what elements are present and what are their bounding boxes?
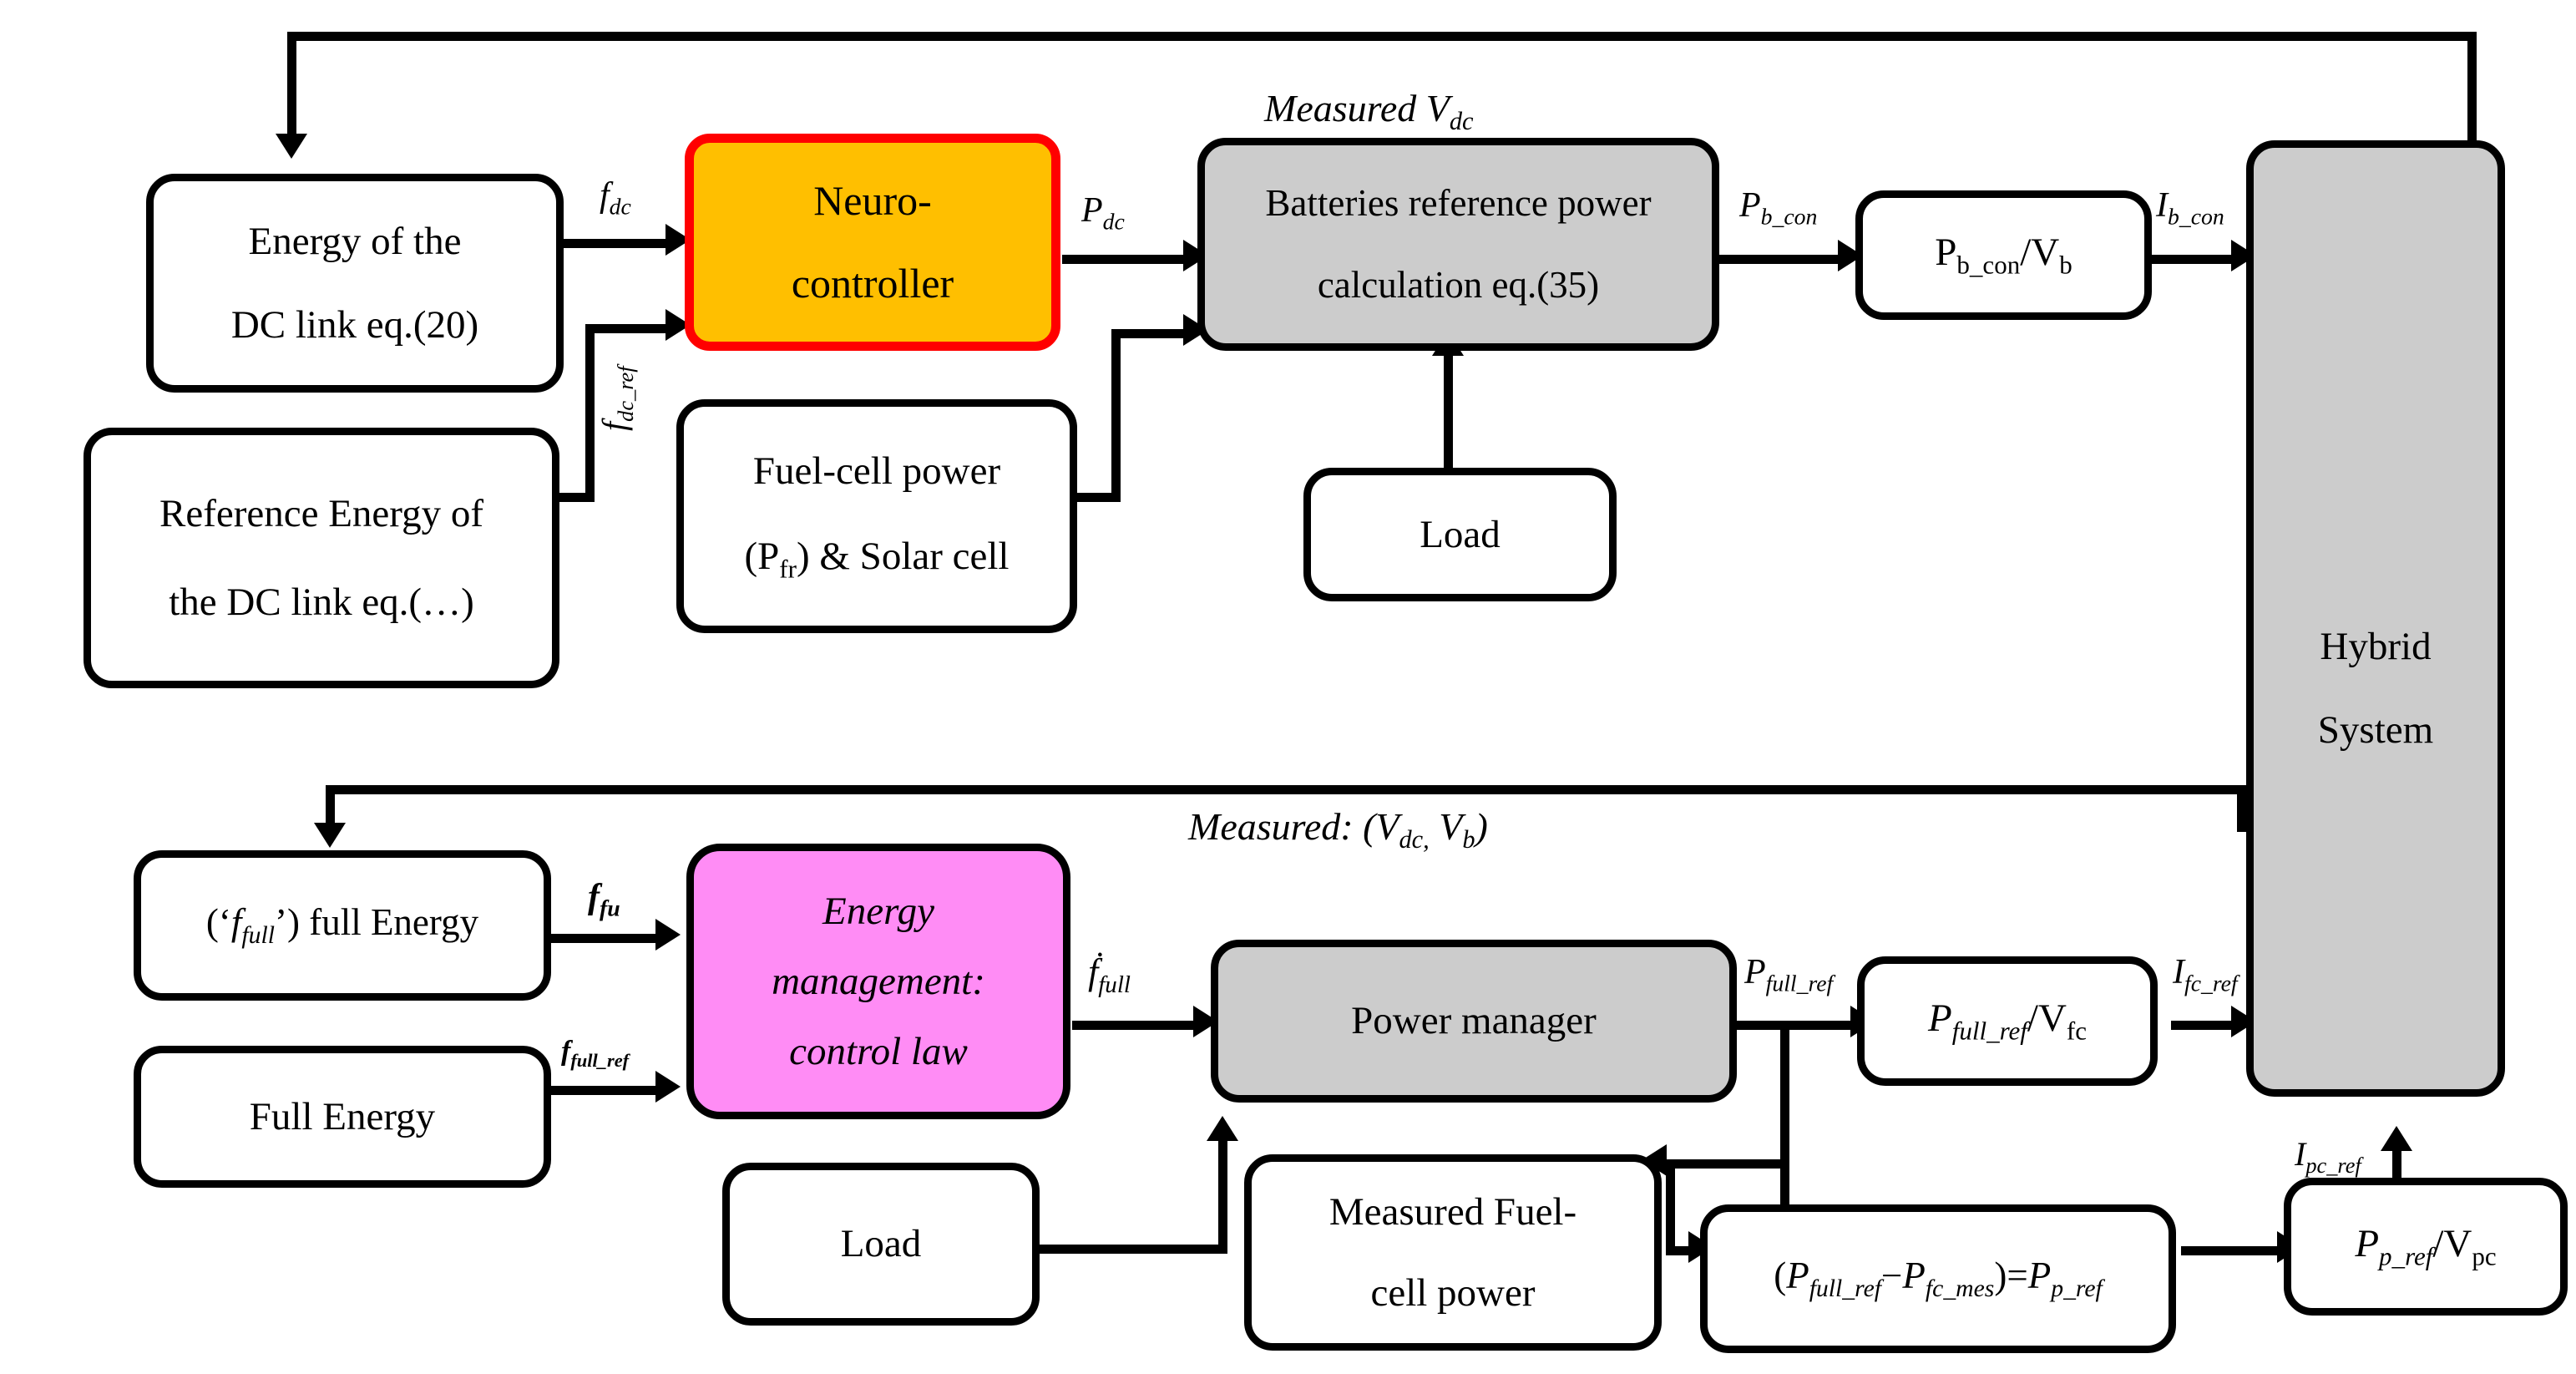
block-measured-fc-line2: cell power bbox=[1370, 1270, 1536, 1315]
label-ifcref: Ifc_ref bbox=[2173, 953, 2238, 996]
label-measured-vdc: Measured Vdc bbox=[1264, 87, 1474, 136]
wire-ffu bbox=[551, 934, 660, 943]
wire-ibcon bbox=[2127, 255, 2235, 264]
label-pbcon: Pb_con bbox=[1739, 186, 1818, 230]
block-reference-energy-line2: the DC link eq.(…) bbox=[169, 581, 474, 624]
wire-fdcref-riser bbox=[585, 324, 595, 497]
wire-fdcref-h2 bbox=[585, 324, 670, 333]
block-fuel-cell-solar[interactable]: Fuel-cell power (Pfr) & Solar cell bbox=[676, 399, 1077, 633]
arrowhead-into-ffull-energy bbox=[314, 823, 346, 848]
wire-fdc bbox=[561, 239, 670, 248]
block-power-manager[interactable]: Power manager bbox=[1211, 940, 1737, 1103]
wire-ifcref bbox=[2171, 1021, 2238, 1030]
block-fuel-cell-solar-line1: Fuel-cell power bbox=[752, 449, 1001, 493]
block-reference-energy[interactable]: Reference Energy of the DC link eq.(…) bbox=[84, 428, 559, 688]
label-fdc: fdc bbox=[600, 176, 631, 220]
block-hybrid-system[interactable]: Hybrid System bbox=[2246, 140, 2505, 1097]
wire-mfc-riser bbox=[1666, 1159, 1675, 1255]
block-pbcon-over-vb-label: Pb_con/Vb bbox=[1935, 231, 2072, 280]
block-load-upper[interactable]: Load bbox=[1303, 468, 1617, 601]
block-load-lower-label: Load bbox=[840, 1222, 922, 1266]
block-energy-dc-link[interactable]: Energy of the DC link eq.(20) bbox=[146, 174, 564, 393]
label-pdc: Pdc bbox=[1081, 191, 1125, 235]
wire-feedback-mid-right-riser bbox=[2237, 785, 2246, 831]
block-load-lower[interactable]: Load bbox=[722, 1163, 1040, 1326]
label-fdcref: fdc_ref bbox=[595, 366, 638, 431]
wire-pfullref-branch bbox=[1780, 1021, 1789, 1263]
block-neuro-controller-line2: controller bbox=[791, 260, 954, 307]
block-pfullref-over-vfc-label: Pfull_ref/Vfc bbox=[1928, 996, 2087, 1046]
wire-fcsolar-h1 bbox=[1075, 493, 1121, 502]
block-measured-fuel-cell-power[interactable]: Measured Fuel- cell power bbox=[1244, 1154, 1662, 1351]
wire-ffulldot bbox=[1072, 1021, 1197, 1030]
block-power-difference-label: (Pfull_ref−Pfc_mes)=Pp_ref bbox=[1774, 1254, 2103, 1302]
wire-feedback-top-left-drop bbox=[287, 32, 296, 140]
wire-pbcon bbox=[1717, 255, 1842, 264]
block-pbcon-over-vb[interactable]: Pb_con/Vb bbox=[1855, 190, 2152, 320]
block-power-difference[interactable]: (Pfull_ref−Pfc_mes)=Pp_ref bbox=[1700, 1204, 2176, 1353]
block-neuro-controller-line1: Neuro- bbox=[813, 176, 932, 224]
block-pfullref-over-vfc[interactable]: Pfull_ref/Vfc bbox=[1857, 956, 2158, 1086]
wire-ffullref bbox=[551, 1086, 660, 1095]
arrowhead-ipcref bbox=[2381, 1126, 2412, 1151]
block-ffull-full-energy[interactable]: (‘ffull’) full Energy bbox=[134, 850, 551, 1001]
block-energy-management-line2: management: bbox=[772, 959, 985, 1003]
wire-diff-to-ppvpc bbox=[2181, 1246, 2281, 1255]
wire-feedback-mid-left-drop bbox=[326, 785, 335, 829]
wire-load-lower-riser bbox=[1218, 1134, 1227, 1250]
block-full-energy-label: Full Energy bbox=[249, 1094, 436, 1138]
wire-feedback-top-right-riser bbox=[2467, 32, 2477, 140]
block-ppref-over-vpc[interactable]: Pp_ref/Vpc bbox=[2284, 1178, 2568, 1316]
label-ffullref: ffull_ref bbox=[561, 1036, 630, 1071]
block-energy-dc-link-line2: DC link eq.(20) bbox=[230, 303, 479, 347]
block-energy-dc-link-line1: Energy of the bbox=[248, 219, 462, 263]
arrowhead-load-lower bbox=[1207, 1116, 1238, 1141]
block-ppref-over-vpc-label: Pp_ref/Vpc bbox=[2355, 1222, 2497, 1271]
block-ffull-full-energy-label: (‘ffull’) full Energy bbox=[205, 900, 479, 949]
block-fuel-cell-solar-line2: (Pfr) & Solar cell bbox=[744, 535, 1010, 584]
wire-fdcref-h1 bbox=[551, 493, 595, 502]
label-ibcon: Ib_con bbox=[2156, 186, 2224, 230]
wire-fcsolar-riser bbox=[1111, 329, 1121, 498]
block-batteries-reference-power[interactable]: Batteries reference power calculation eq… bbox=[1197, 138, 1719, 351]
block-measured-fc-line1: Measured Fuel- bbox=[1328, 1190, 1577, 1235]
arrowhead-ffu bbox=[655, 919, 681, 951]
block-reference-energy-line1: Reference Energy of bbox=[159, 491, 483, 535]
wire-mfc-to-diff bbox=[1666, 1246, 1699, 1255]
wire-branch-left bbox=[1666, 1159, 1787, 1169]
wire-feedback-mid-bus bbox=[326, 785, 2246, 794]
label-ipcref: Ipc_ref bbox=[2295, 1135, 2361, 1178]
wire-pdc bbox=[1062, 255, 1187, 264]
block-hybrid-system-line2: System bbox=[2317, 708, 2434, 753]
wire-feedback-top-bus bbox=[287, 32, 2477, 41]
block-hybrid-system-line1: Hybrid bbox=[2320, 625, 2432, 668]
block-batteries-line2: calculation eq.(35) bbox=[1317, 263, 1600, 306]
arrowhead-ffullref bbox=[655, 1071, 681, 1103]
block-energy-management[interactable]: Energy management: control law bbox=[686, 844, 1070, 1119]
wire-ipcref bbox=[2392, 1144, 2401, 1204]
label-ffull-dot: ḟfull bbox=[1088, 951, 1131, 998]
wire-fcsolar-h2 bbox=[1111, 329, 1188, 338]
wire-load-upper bbox=[1444, 349, 1453, 470]
block-full-energy[interactable]: Full Energy bbox=[134, 1046, 551, 1188]
block-batteries-line1: Batteries reference power bbox=[1265, 181, 1652, 224]
label-ffu: ffu bbox=[588, 878, 620, 921]
label-pfullref: Pfull_ref bbox=[1744, 953, 1834, 996]
arrowhead-into-energy-dc-link bbox=[276, 134, 307, 159]
wire-load-lower-h bbox=[1040, 1245, 1227, 1254]
block-neuro-controller[interactable]: Neuro- controller bbox=[685, 134, 1060, 351]
label-measured-vdc-vb: Measured: (Vdc, Vb) bbox=[1188, 805, 1488, 854]
block-power-manager-label: Power manager bbox=[1351, 999, 1597, 1043]
wire-pfullref bbox=[1733, 1021, 1855, 1030]
block-energy-management-line1: Energy bbox=[822, 889, 934, 933]
block-energy-management-line3: control law bbox=[789, 1030, 968, 1074]
block-load-upper-label: Load bbox=[1420, 512, 1501, 556]
